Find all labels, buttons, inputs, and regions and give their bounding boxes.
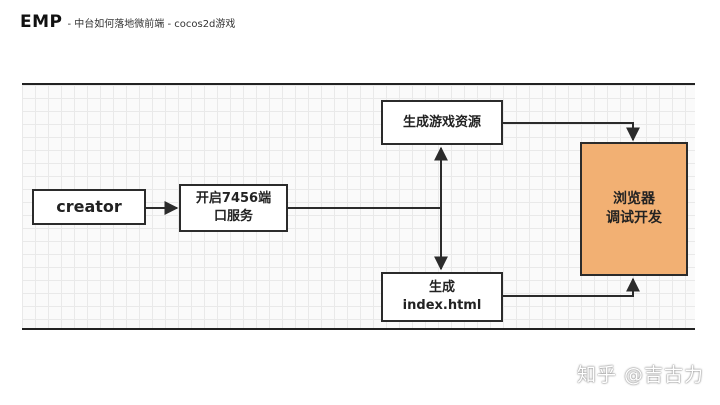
watermark: 知乎 @吉古力	[576, 364, 704, 386]
port-service-label-line1: 开启7456端	[195, 191, 272, 207]
flow-diagram: creator 开启7456端 口服务 生成游戏资源 生成 index.html…	[22, 83, 695, 330]
creator-node: creator	[32, 189, 146, 225]
game-resources-node: 生成游戏资源	[381, 100, 503, 145]
index-html-label-line2: index.html	[402, 298, 482, 313]
slide-header: EMP - 中台如何落地微前端 - cocos2d游戏	[20, 12, 235, 32]
slide-subtitle: - 中台如何落地微前端 - cocos2d游戏	[67, 19, 236, 30]
arrow-resources-to-browser	[503, 122, 640, 142]
diagram-connectors	[146, 122, 640, 297]
port-service-node: 开启7456端 口服务	[179, 184, 288, 232]
port-service-label-line2: 口服务	[213, 209, 253, 224]
browser-debug-node: 浏览器 调试开发	[580, 142, 688, 276]
creator-label: creator	[56, 197, 122, 217]
index-html-node: 生成 index.html	[381, 272, 503, 322]
game-resources-label: 生成游戏资源	[402, 114, 481, 130]
arrow-index-to-browser	[503, 277, 640, 297]
browser-debug-label-line2: 调试开发	[606, 210, 662, 226]
browser-debug-label-line1: 浏览器	[613, 191, 655, 208]
brand-logo: EMP	[20, 12, 63, 32]
index-html-label-line1: 生成	[428, 280, 455, 296]
